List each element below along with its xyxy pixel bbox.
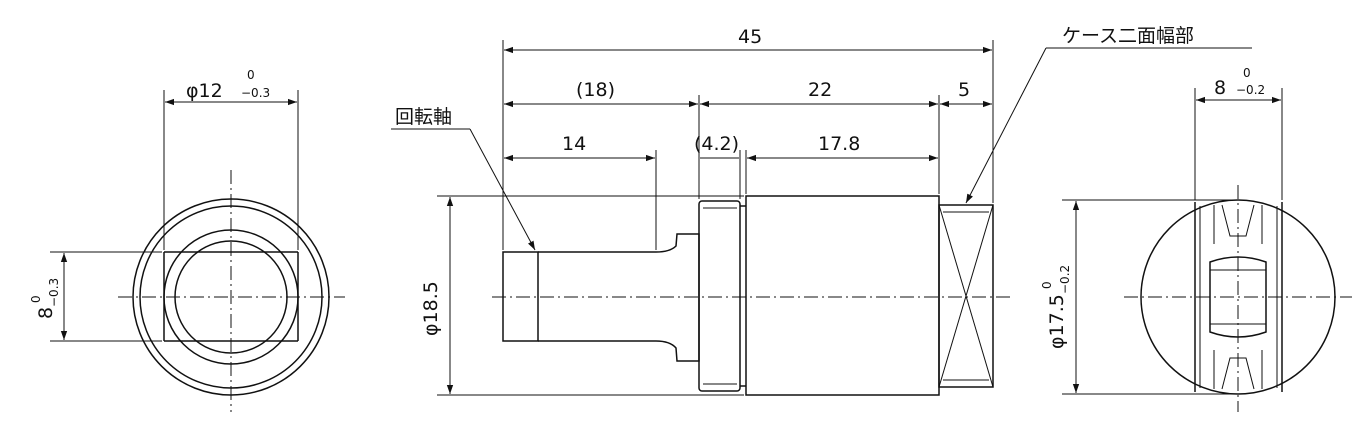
- case-section-label: 22: [808, 79, 832, 101]
- left-flat-label: 8: [35, 307, 57, 319]
- left-flat-tol-lower: −0.3: [47, 278, 61, 307]
- overall-length-label: 45: [738, 26, 762, 48]
- right-diameter-tol-upper: 0: [1040, 281, 1054, 289]
- left-diameter-label: φ12: [186, 80, 223, 102]
- collar-length-label: (4.2): [694, 133, 739, 155]
- right-width-tol-upper: 0: [1243, 66, 1251, 80]
- left-flat-tol-upper: 0: [29, 295, 43, 303]
- side-view: 45 (18) 22 5 14 (4.2) 17.8 φ18.5 回転軸 ケース…: [391, 25, 1252, 396]
- flats-section-label: 5: [958, 79, 970, 101]
- case-flats-label: ケース二面幅部: [1062, 25, 1194, 47]
- right-width-tol-lower: −0.2: [1236, 83, 1265, 97]
- left-diameter-tol-lower: −0.3: [241, 86, 270, 100]
- left-diameter-tol-upper: 0: [247, 68, 255, 82]
- shaft-flat-length-label: 14: [562, 133, 586, 155]
- right-end-view: 8 0 −0.2 φ17.5 0 −0.2: [1040, 66, 1352, 412]
- body-diameter-label: φ18.5: [420, 281, 442, 336]
- right-width-label: 8: [1214, 77, 1226, 99]
- case-body-length-label: 17.8: [818, 133, 860, 155]
- shaft-section-label: (18): [576, 79, 615, 101]
- left-end-view: φ12 0 −0.3 8 0 −0.3: [29, 68, 345, 412]
- right-diameter-label: φ17.5: [1046, 294, 1068, 349]
- right-diameter-tol-lower: −0.2: [1058, 265, 1072, 294]
- rotation-axis-label: 回転軸: [395, 106, 452, 128]
